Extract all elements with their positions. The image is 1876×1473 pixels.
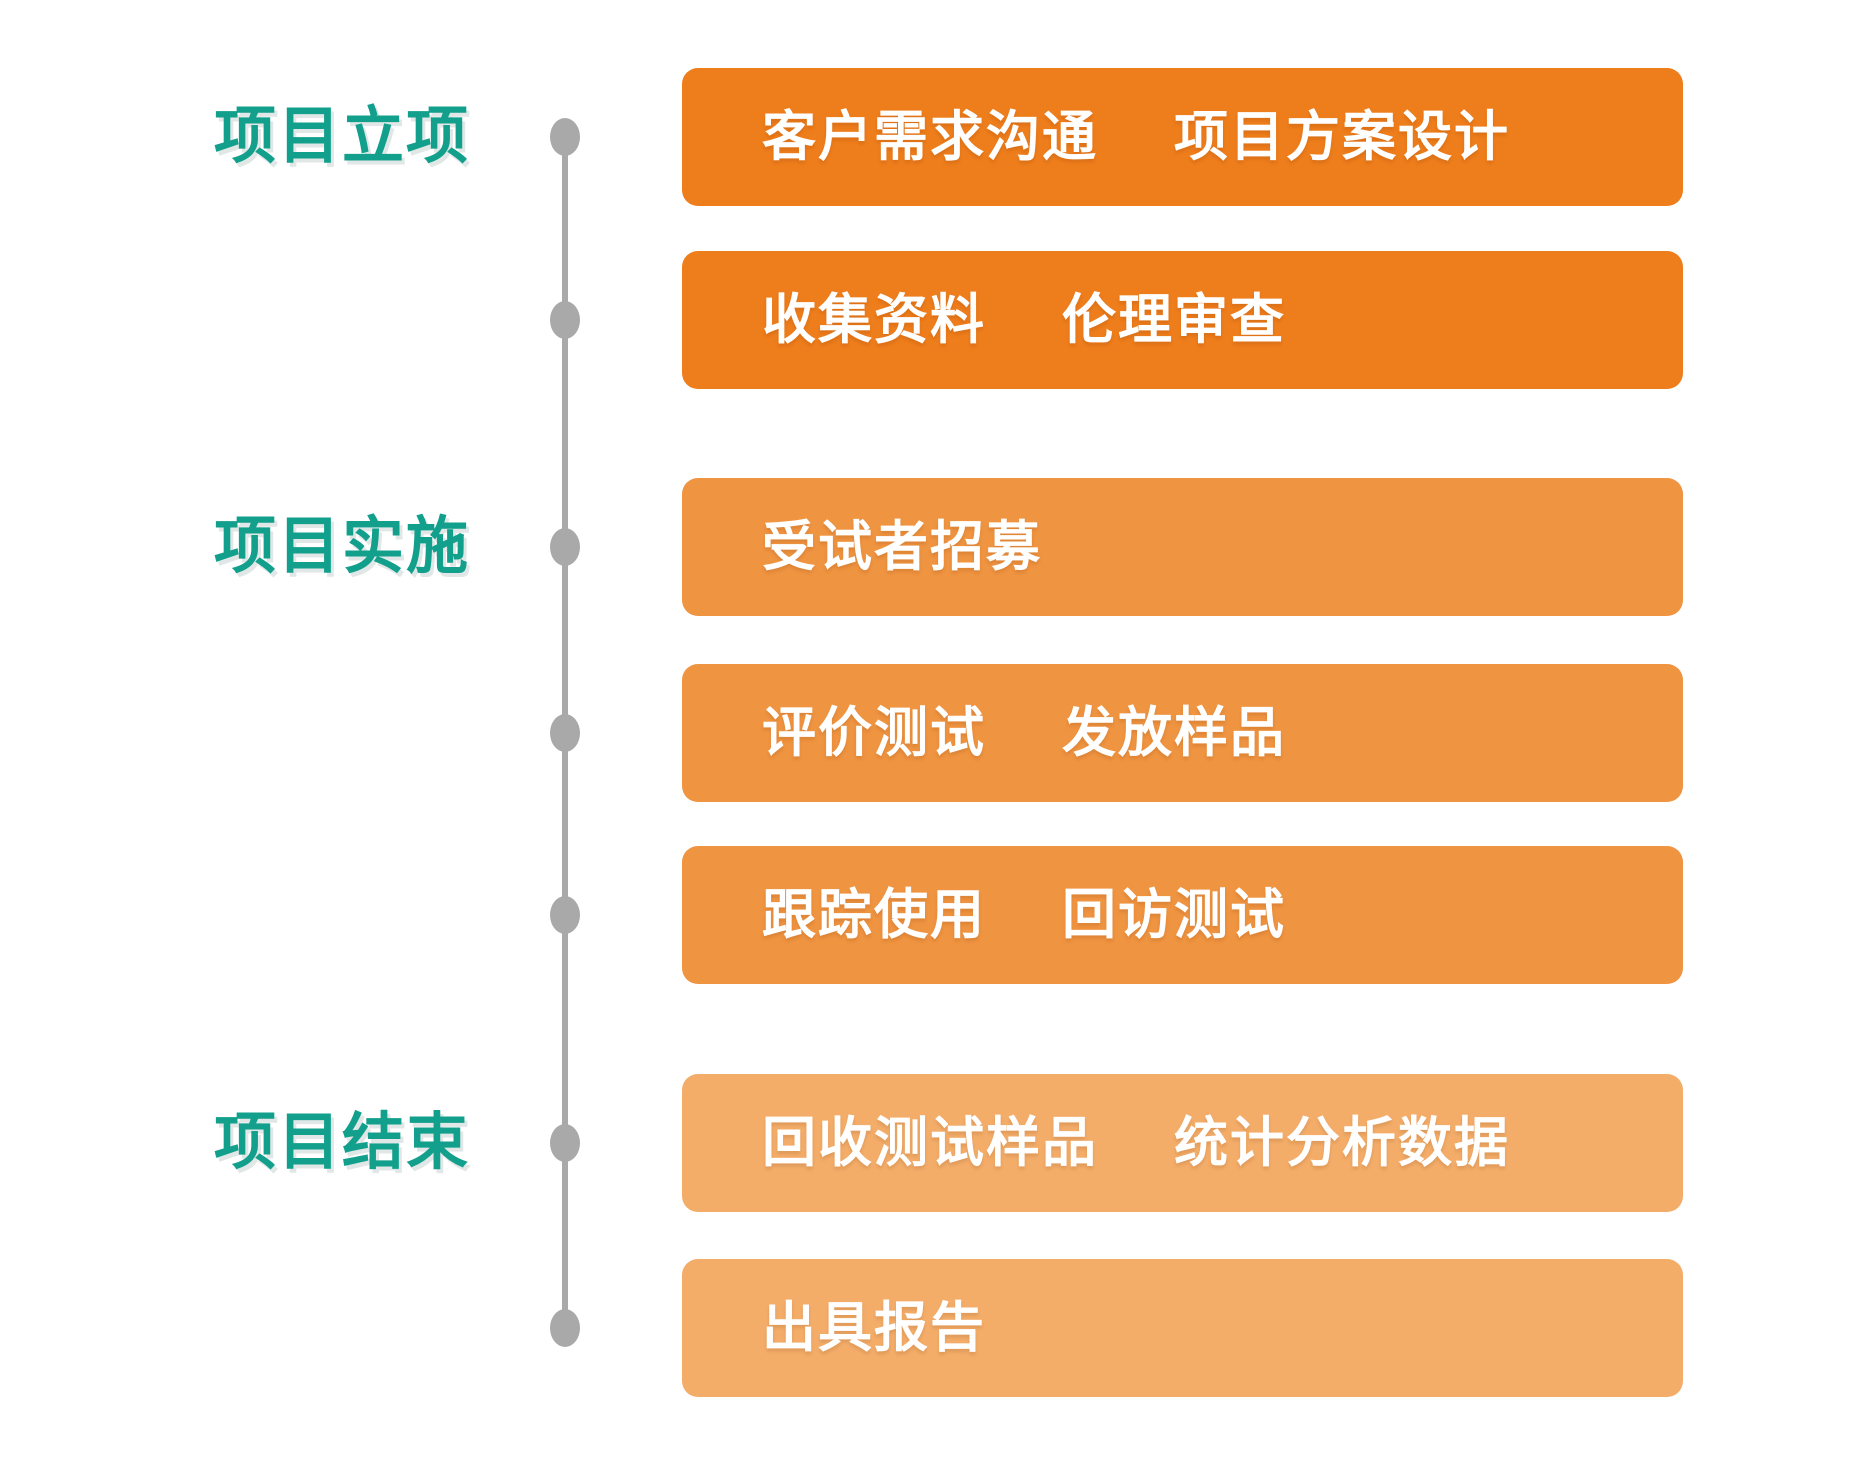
- process-step-text: 回收测试样品: [762, 1113, 1098, 1173]
- process-step-text: 跟踪使用: [762, 885, 986, 945]
- process-bar: 回收测试样品 统计分析数据: [682, 1074, 1683, 1212]
- process-step-text: 客户需求沟通: [762, 107, 1098, 167]
- process-bar: 出具报告: [682, 1259, 1683, 1397]
- timeline-dot: [550, 896, 580, 934]
- stage-label: 项目实施: [213, 512, 470, 581]
- process-bar: 客户需求沟通 项目方案设计: [682, 68, 1683, 206]
- process-step-text: 回访测试: [1062, 885, 1286, 945]
- process-step-text: 伦理审查: [1062, 290, 1286, 350]
- timeline-dot: [550, 301, 580, 339]
- process-bar: 收集资料 伦理审查: [682, 251, 1683, 389]
- process-step-text: 出具报告: [762, 1298, 986, 1358]
- process-bar: 评价测试 发放样品: [682, 664, 1683, 802]
- stage-label: 项目结束: [213, 1108, 470, 1177]
- process-bar: 跟踪使用 回访测试: [682, 846, 1683, 984]
- process-step-text: 受试者招募: [762, 517, 1042, 577]
- timeline-dot: [550, 1309, 580, 1347]
- timeline-dot: [550, 714, 580, 752]
- process-step-text: 项目方案设计: [1174, 107, 1510, 167]
- process-step-text: 评价测试: [762, 703, 986, 763]
- process-step-text: 发放样品: [1062, 703, 1286, 763]
- process-step-text: 统计分析数据: [1174, 1113, 1510, 1173]
- process-step-text: 收集资料: [762, 290, 986, 350]
- process-bar: 受试者招募: [682, 478, 1683, 616]
- stage-label: 项目立项: [213, 102, 470, 171]
- timeline-dot: [550, 1124, 580, 1162]
- timeline-dot: [550, 118, 580, 156]
- timeline-dot: [550, 528, 580, 566]
